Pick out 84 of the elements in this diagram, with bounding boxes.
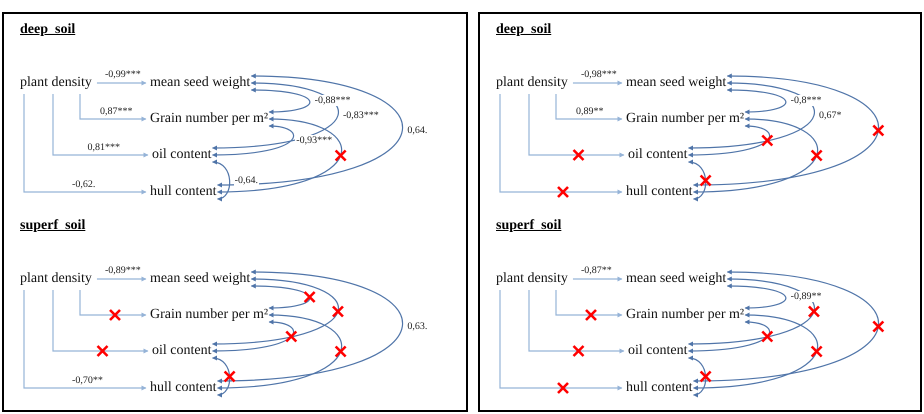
double-arrow: [726, 284, 786, 310]
trait-label: hull content: [150, 377, 216, 399]
trait-label: oil content: [152, 340, 212, 362]
panel-frame: [2, 12, 468, 412]
arrow: [528, 94, 624, 158]
edge-label: -0,99***: [104, 69, 142, 80]
double-arrow: [688, 124, 770, 158]
double-arrow: [212, 320, 294, 354]
trait-label: mean seed weight: [626, 72, 726, 94]
edge-label: -0,8***: [790, 95, 822, 106]
edge-label: -0,89**: [790, 291, 822, 302]
arrow: [499, 94, 622, 194]
edge-label: -0,98***: [580, 69, 618, 80]
edge-label: -0,89***: [104, 265, 142, 276]
double-arrow: [212, 276, 338, 346]
double-arrow: [693, 74, 879, 188]
arrow: [79, 94, 146, 122]
trait-label: mean seed weight: [150, 268, 250, 290]
edge-label: 0,64.: [406, 124, 428, 136]
double-arrow: [212, 160, 230, 201]
arrow: [52, 94, 148, 158]
edge-label: 0,89**: [575, 106, 604, 117]
edge-label: -0,93***: [295, 134, 334, 146]
arrow: [555, 94, 622, 122]
arrow: [96, 80, 146, 86]
double-arrow: [693, 116, 818, 194]
trait-label: Grain number per m²: [150, 304, 268, 326]
edge-label: -0,87**: [580, 265, 613, 276]
double-arrow: [693, 312, 818, 390]
double-arrow: [212, 356, 230, 397]
edge-label: 0,87***: [99, 106, 134, 117]
double-arrow: [688, 276, 814, 346]
double-arrow: [250, 88, 310, 114]
double-arrow: [217, 116, 342, 194]
arrow: [499, 290, 622, 390]
arrow: [572, 276, 622, 282]
arrow: [23, 94, 146, 194]
edge-label: -0,70**: [71, 375, 104, 386]
double-arrow: [217, 312, 342, 390]
edge-label: 0,67*: [818, 110, 842, 120]
double-arrow: [212, 124, 294, 158]
trait-label: hull content: [626, 377, 692, 399]
panel-frame: [478, 12, 922, 412]
double-arrow: [726, 88, 786, 114]
factor-label: plant density: [20, 268, 92, 290]
edge-label: -0,64.: [234, 174, 259, 186]
arrow: [23, 290, 146, 390]
panel-heading: deep_soil: [20, 22, 76, 38]
panel-heading: deep_soil: [496, 22, 552, 38]
double-arrow: [217, 74, 403, 188]
factor-label: plant density: [496, 268, 568, 290]
arrow: [96, 276, 146, 282]
edge-label: -0,83***: [342, 110, 380, 120]
double-arrow: [693, 270, 879, 384]
double-arrow: [212, 80, 338, 150]
factor-label: plant density: [20, 72, 92, 94]
trait-label: mean seed weight: [626, 268, 726, 290]
trait-label: oil content: [152, 144, 212, 166]
trait-label: hull content: [150, 181, 216, 203]
panel-heading: superf_soil: [20, 218, 86, 234]
factor-label: plant density: [496, 72, 568, 94]
arrow: [79, 290, 146, 318]
trait-label: oil content: [628, 340, 688, 362]
edge-label: -0,62.: [71, 179, 96, 190]
double-arrow: [217, 270, 403, 384]
double-arrow: [688, 80, 814, 150]
trait-label: mean seed weight: [150, 72, 250, 94]
edge-label: 0,81***: [86, 142, 121, 153]
panel-heading: superf_soil: [496, 218, 562, 234]
double-arrow: [688, 320, 770, 354]
arrow: [555, 290, 622, 318]
arrow: [572, 80, 622, 86]
double-arrow: [688, 356, 706, 397]
double-arrow: [250, 284, 310, 310]
trait-label: Grain number per m²: [150, 108, 268, 130]
trait-label: Grain number per m²: [626, 304, 744, 326]
edge-label: -0,88***: [314, 95, 352, 106]
trait-label: hull content: [626, 181, 692, 203]
trait-label: Grain number per m²: [626, 108, 744, 130]
double-arrow: [688, 160, 706, 201]
arrow: [52, 290, 148, 354]
edge-label: 0,63.: [406, 320, 428, 332]
trait-label: oil content: [628, 144, 688, 166]
arrow: [528, 290, 624, 354]
